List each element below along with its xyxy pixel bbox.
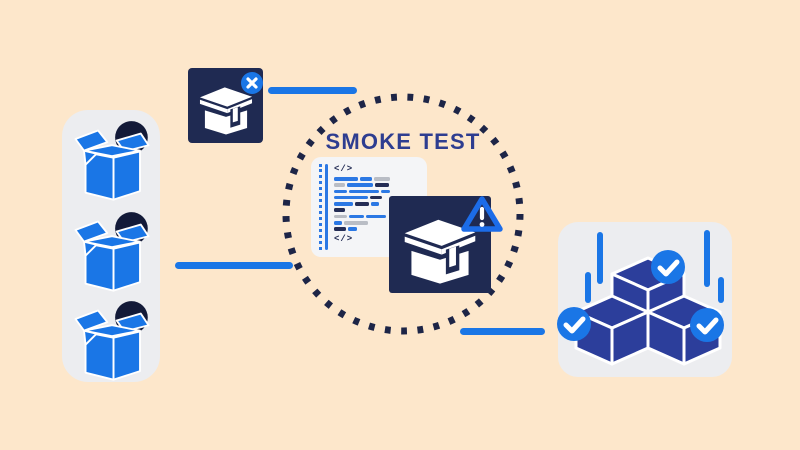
code-bar bbox=[375, 183, 389, 187]
code-open-tag: </> bbox=[334, 164, 354, 174]
code-bar bbox=[334, 202, 353, 206]
motion-line bbox=[597, 232, 603, 284]
smoke-test-title: SMOKE TEST bbox=[325, 129, 481, 154]
code-line bbox=[334, 195, 419, 200]
code-lines bbox=[334, 177, 419, 231]
code-line bbox=[334, 208, 419, 212]
code-line bbox=[334, 227, 419, 231]
motion-line bbox=[585, 272, 591, 303]
package-icon bbox=[404, 219, 476, 284]
code-bar bbox=[349, 189, 379, 194]
code-line bbox=[334, 183, 419, 187]
code-body: </> </> bbox=[334, 164, 419, 250]
code-line bbox=[334, 221, 419, 225]
code-close-tag: </> bbox=[334, 233, 354, 244]
code-bar bbox=[348, 227, 357, 231]
package-rejected-tile bbox=[188, 68, 263, 143]
code-bar bbox=[349, 214, 364, 219]
code-line bbox=[334, 189, 419, 194]
check-badge-icon bbox=[557, 307, 591, 341]
code-bar bbox=[334, 221, 342, 225]
warning-triangle-icon bbox=[461, 196, 503, 232]
code-bar bbox=[366, 214, 386, 219]
code-gutter-line bbox=[325, 164, 328, 250]
code-bar bbox=[344, 221, 368, 225]
check-badge-icon bbox=[690, 308, 724, 342]
open-box-icon bbox=[72, 118, 152, 202]
open-box-icon bbox=[72, 298, 152, 382]
connector-left bbox=[175, 262, 293, 269]
code-gutter-dots bbox=[319, 164, 322, 250]
package-warning-tile bbox=[389, 196, 503, 293]
x-badge-icon bbox=[241, 72, 263, 94]
code-bar bbox=[334, 189, 347, 194]
connector-right bbox=[460, 328, 545, 335]
code-bar bbox=[334, 214, 347, 219]
code-bar bbox=[334, 195, 368, 200]
code-bar bbox=[371, 202, 379, 206]
code-bar bbox=[334, 227, 346, 231]
check-badge-icon bbox=[651, 250, 685, 284]
dotted-circle-border bbox=[282, 93, 524, 335]
code-bar bbox=[334, 208, 345, 212]
code-bar bbox=[370, 195, 382, 200]
code-bar bbox=[334, 177, 358, 181]
code-bar bbox=[347, 183, 373, 187]
motion-line bbox=[718, 277, 724, 303]
code-bar bbox=[381, 189, 390, 194]
code-bar bbox=[334, 183, 345, 187]
code-bar bbox=[360, 177, 372, 181]
package-icon bbox=[199, 86, 252, 135]
verified-packages-panel bbox=[557, 222, 732, 377]
code-line bbox=[334, 177, 419, 181]
motion-line bbox=[704, 230, 710, 287]
code-bar bbox=[355, 202, 369, 206]
code-line bbox=[334, 202, 419, 206]
open-box-icon bbox=[72, 209, 152, 293]
incoming-packages-panel bbox=[62, 110, 160, 382]
code-bar bbox=[374, 177, 390, 181]
connector-top bbox=[268, 87, 357, 94]
code-line bbox=[334, 214, 419, 219]
